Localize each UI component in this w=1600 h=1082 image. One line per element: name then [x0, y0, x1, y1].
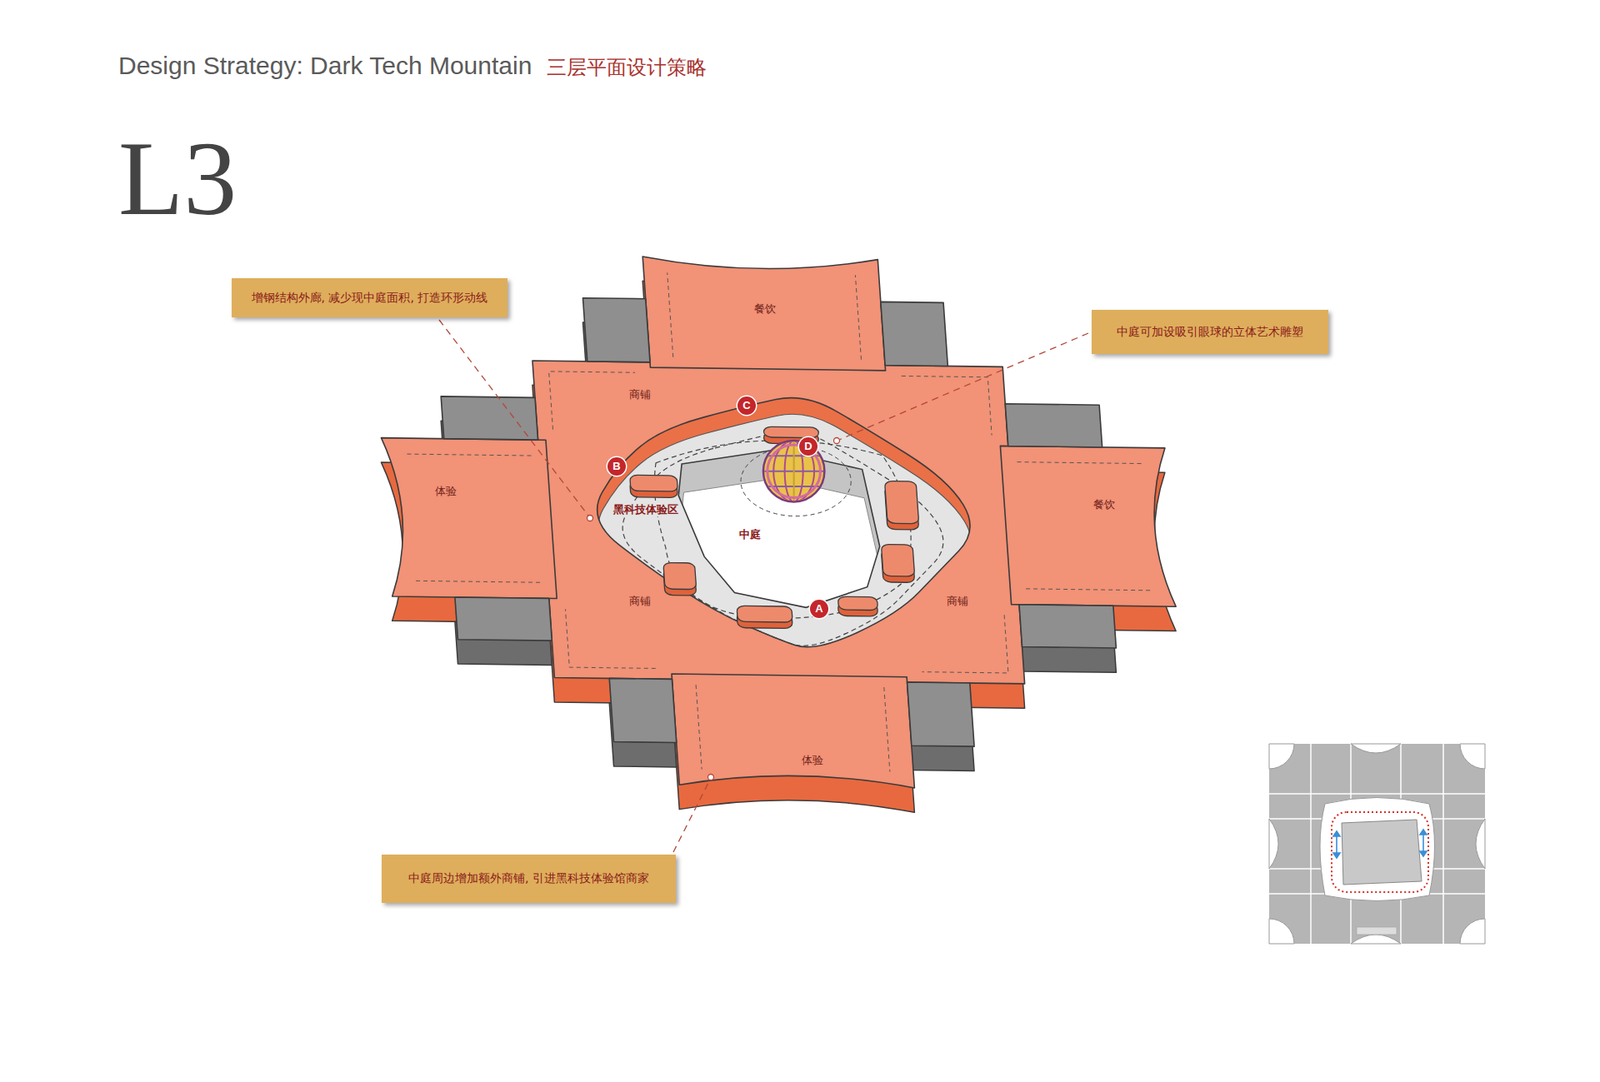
entry-notch — [1350, 935, 1401, 945]
zone-label: 餐饮 — [1090, 498, 1118, 512]
callout-number: C — [737, 396, 756, 415]
leader-lines — [439, 320, 1089, 853]
building-axonometric — [368, 253, 1189, 817]
leader-dot — [587, 515, 594, 522]
pod-top — [625, 425, 926, 625]
plan-grid — [1269, 744, 1485, 945]
title-row: Design Strategy: Dark Tech Mountain 三层平面设… — [118, 51, 707, 81]
pod-tops — [625, 425, 926, 625]
stair — [1460, 744, 1485, 770]
grid-line — [1269, 793, 1485, 795]
stair — [1269, 744, 1295, 770]
callout-text: 中庭可加设吸引眼球的立体艺术雕塑 — [1116, 325, 1304, 340]
callout-box: 增钢结构外廊, 减少现中庭面积, 打造环形动线 — [231, 278, 508, 318]
floor-edge — [589, 395, 979, 650]
leader-dot — [708, 775, 715, 781]
zone-label: 商铺 — [626, 388, 654, 402]
plan-entry-bar — [1356, 927, 1397, 935]
entry-notch — [1269, 819, 1279, 870]
level-number: L3 — [118, 125, 237, 232]
leader-line — [839, 333, 1089, 440]
leader-dot — [834, 438, 840, 445]
entry-notch — [1475, 819, 1485, 870]
corridor-block — [434, 295, 1124, 749]
arrow-head — [1333, 831, 1340, 837]
leader-ends — [587, 438, 840, 781]
block-tops — [368, 253, 1189, 793]
zone-label: 商铺 — [626, 595, 654, 609]
plan-atrium — [1341, 820, 1422, 885]
callout-number: A — [810, 600, 829, 619]
zone-label: 体验 — [799, 754, 826, 768]
dining-block — [1000, 445, 1176, 607]
pod-side — [625, 430, 926, 630]
arrow-head — [1420, 851, 1427, 857]
corridor-floor — [589, 395, 980, 666]
plan-ground — [1269, 744, 1485, 945]
callout-box: 中庭周边增加额外商铺, 引进黑科技体验馆商家 — [381, 855, 676, 904]
shop-block — [532, 360, 1025, 685]
entry-notch — [1350, 744, 1401, 754]
plan-cutouts — [1269, 744, 1485, 945]
callout-text: 增钢结构外廊, 减少现中庭面积, 打造环形动线 — [251, 290, 489, 306]
arrow-head — [1420, 830, 1427, 835]
leader-line — [439, 320, 589, 516]
subtitle: 三层平面设计策略 — [546, 54, 707, 81]
callout-number: D — [799, 437, 818, 456]
zone-label: 体验 — [432, 485, 460, 499]
callout-box: 中庭可加设吸引眼球的立体艺术雕塑 — [1091, 310, 1329, 355]
arrow-shaft — [1335, 835, 1338, 855]
zone-label: 黑科技体验区 — [610, 503, 681, 517]
stair — [1460, 919, 1485, 945]
grid-line — [1310, 744, 1312, 945]
lattice-line — [793, 440, 795, 502]
pod-sides — [625, 430, 926, 630]
page-title: Design Strategy: Dark Tech Mountain — [118, 51, 532, 80]
stair — [1269, 919, 1295, 945]
dining-block — [642, 256, 885, 371]
plan-floor — [1320, 798, 1435, 902]
sculpture-sphere — [740, 440, 851, 517]
experience-block — [380, 438, 557, 600]
callout-number: B — [607, 457, 626, 476]
zone-label: 商铺 — [944, 595, 971, 609]
leader-line — [673, 780, 710, 853]
plan-loop — [1331, 812, 1429, 893]
key-plan — [1269, 744, 1485, 945]
experience-block — [671, 674, 915, 789]
sketch-dash — [393, 269, 1165, 776]
plan-arrows — [1333, 830, 1427, 859]
floor-surface — [590, 411, 980, 666]
callout-text: 中庭周边增加额外商铺, 引进黑科技体验馆商家 — [408, 871, 650, 887]
grid-line — [1442, 744, 1445, 945]
zone-label: 中庭 — [736, 528, 764, 542]
zone-label: 餐饮 — [751, 302, 779, 316]
arrow-head — [1333, 853, 1340, 859]
arrow-shaft — [1422, 833, 1425, 854]
